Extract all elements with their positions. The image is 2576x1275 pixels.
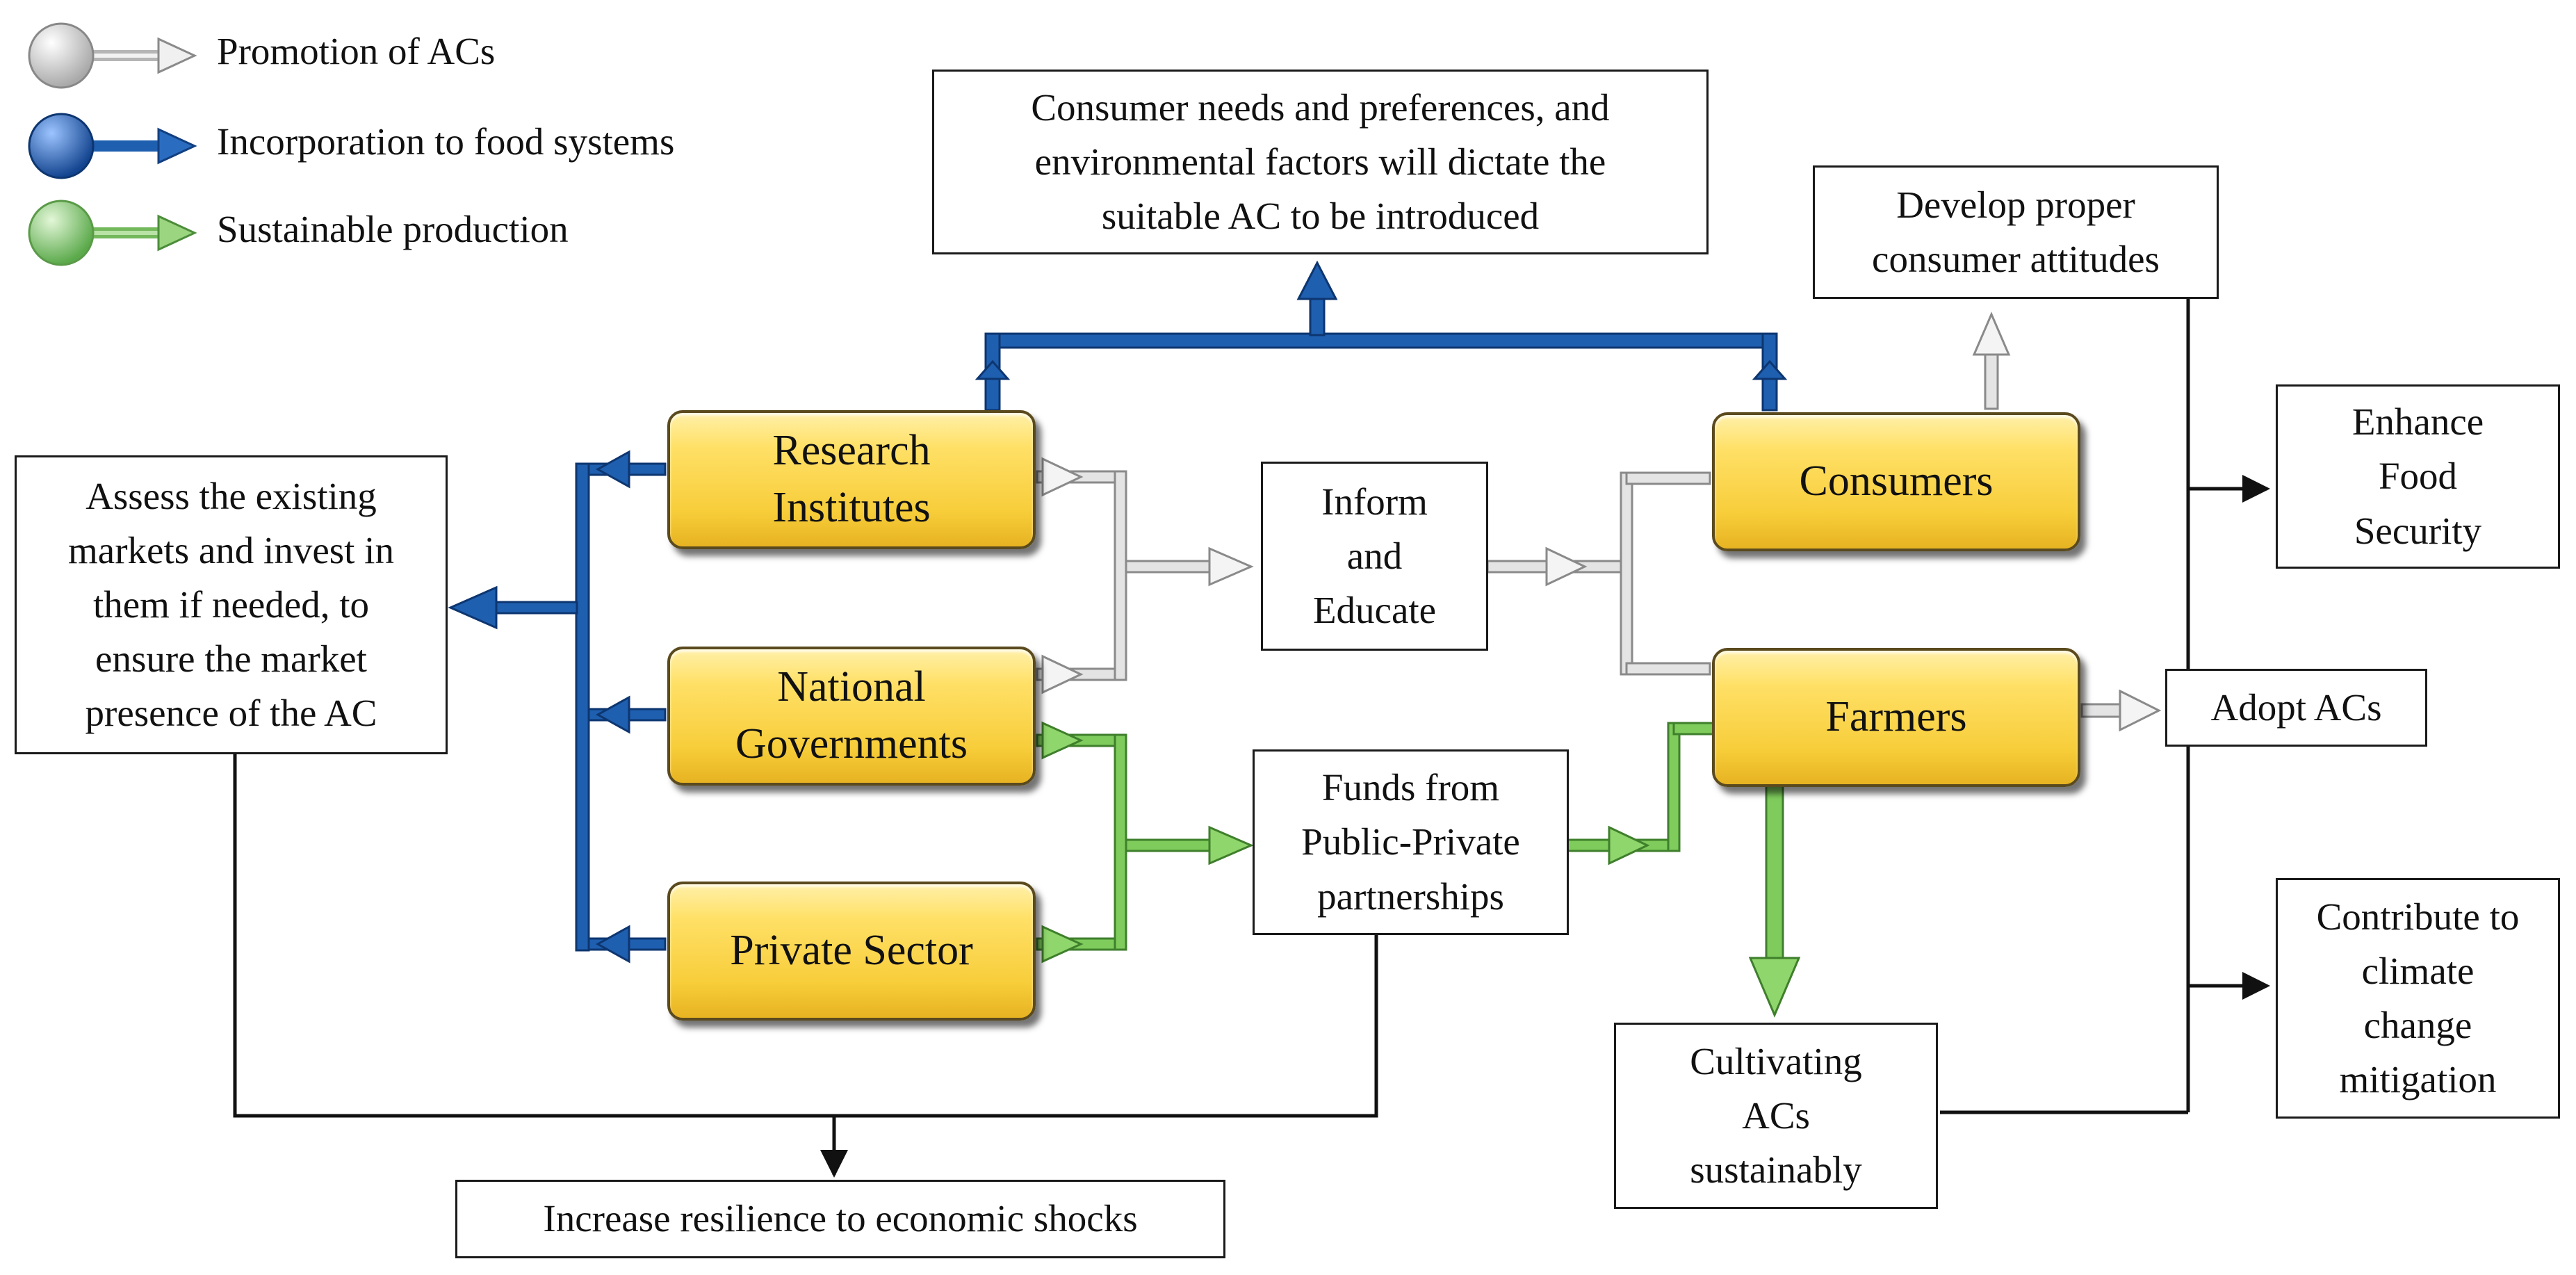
- develop-attitudes-box: Develop proper consumer attitudes: [1813, 165, 2219, 299]
- enhance-food-security-box: Enhance Food Security: [2276, 384, 2560, 569]
- funds-text: Funds from Public-Private partnerships: [1301, 766, 1520, 918]
- funds-box: Funds from Public-Private partnerships: [1253, 749, 1569, 935]
- legend-promotion-symbol: [28, 22, 197, 89]
- legend-label-sustainable: Sustainable production: [217, 208, 569, 250]
- develop-attitudes-text: Develop proper consumer attitudes: [1872, 183, 2160, 280]
- cultivating-text: Cultivating ACs sustainably: [1690, 1039, 1862, 1192]
- consumer-needs-box: Consumer needs and preferences, and envi…: [932, 70, 1709, 254]
- climate-mitigation-text: Contribute to climate change mitigation: [2316, 895, 2520, 1101]
- adopt-acs-box: Adopt ACs: [2165, 669, 2427, 747]
- legend-label-promotion: Promotion of ACs: [217, 30, 496, 72]
- national-governments-text: National Governments: [735, 663, 968, 768]
- enhance-food-security-text: Enhance Food Security: [2351, 400, 2484, 552]
- assess-markets-box: Assess the existing markets and invest i…: [15, 455, 448, 754]
- farmers-box: Farmers: [1712, 648, 2080, 787]
- resilience-text: Increase resilience to economic shocks: [543, 1197, 1138, 1240]
- research-institutes-box: Research Institutes: [667, 410, 1036, 549]
- legend-incorporation-symbol: [28, 113, 197, 179]
- adopt-acs-text: Adopt ACs: [2210, 685, 2382, 729]
- inform-educate-box: Inform and Educate: [1261, 462, 1488, 651]
- private-sector-text: Private Sector: [730, 927, 973, 975]
- private-sector-box: Private Sector: [667, 882, 1036, 1021]
- promotion-connectors: [1036, 311, 2162, 732]
- climate-mitigation-box: Contribute to climate change mitigation: [2276, 878, 2560, 1119]
- incorporation-connectors: [448, 260, 1788, 964]
- research-institutes-text: Research Institutes: [772, 427, 931, 531]
- consumer-needs-text: Consumer needs and preferences, and envi…: [1031, 86, 1610, 238]
- national-governments-box: National Governments: [667, 647, 1036, 786]
- cultivating-box: Cultivating ACs sustainably: [1614, 1023, 1938, 1209]
- assess-markets-text: Assess the existing markets and invest i…: [68, 474, 394, 735]
- inform-educate-text: Inform and Educate: [1312, 480, 1437, 632]
- consumers-box: Consumers: [1712, 412, 2080, 551]
- farmers-text: Farmers: [1825, 693, 1967, 741]
- resilience-box: Increase resilience to economic shocks: [455, 1180, 1225, 1258]
- legend-label-incorporation: Incorporation to food systems: [217, 120, 675, 163]
- consumers-text: Consumers: [1799, 457, 1994, 505]
- legend-sustainable-symbol: [28, 200, 197, 266]
- sustainable-connectors: [1036, 721, 1801, 1018]
